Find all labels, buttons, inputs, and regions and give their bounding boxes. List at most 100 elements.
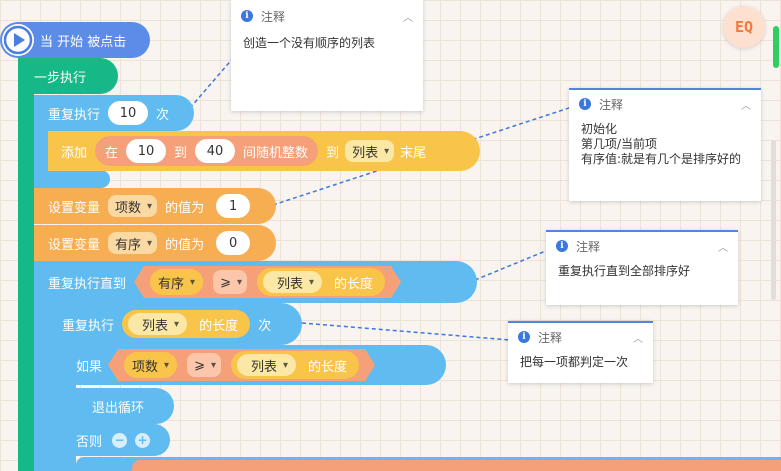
chevron-down-icon: ▾ [174,318,180,330]
set-index-value-of: 的值为 [165,200,205,216]
comment-body[interactable]: 把每一项都判定一次 [520,355,629,369]
chevron-down-icon: ▾ [164,359,170,371]
chevron-up-icon[interactable]: ︿ [741,100,751,112]
random-min-input[interactable]: 10 [126,139,167,163]
if-list-name: 列表 [251,359,278,375]
add-list-dropdown[interactable]: 列表 ▾ [345,140,395,162]
vertical-scrollbar-track[interactable] [771,140,776,300]
repeat-inner-block[interactable]: 重复执行 列表▾ 的长度 次 [48,303,302,345]
set-sorted-var-dropdown[interactable]: 有序 ▾ [108,232,158,254]
chevron-down-icon: ▾ [210,359,216,371]
random-max-input[interactable]: 40 [195,139,236,163]
repeat-block[interactable]: 重复执行 10 次 [34,95,194,131]
comment-header[interactable]: i 注释 ︿ [569,90,761,118]
comment-header[interactable]: i 注释 ︿ [546,232,738,260]
repeat-count-input[interactable]: 10 [108,101,149,125]
comment-header[interactable]: i 注释 ︿ [231,0,423,32]
if-op-dropdown[interactable]: ⩾▾ [187,353,221,377]
repeat-label: 重复执行 [48,107,101,123]
random-to-label: 到 [174,145,188,161]
step-run-block[interactable]: 一步执行 [18,58,118,94]
until-list-name: 列表 [277,276,304,292]
if-left-var: 项数 [132,359,159,375]
chevron-up-icon[interactable]: ︿ [403,12,413,24]
comment-body[interactable]: 创造一个没有顺序的列表 [243,36,376,50]
repeat-inner-suffix: 次 [258,318,272,334]
comment-note-1[interactable]: i 注释 ︿ 创造一个没有顺序的列表 [231,0,423,111]
repeat-inner-list-name: 列表 [142,318,169,334]
random-int-reporter[interactable]: 在 10 到 40 间随机整数 [95,136,319,166]
chevron-down-icon: ▾ [147,237,153,249]
if-length-reporter[interactable]: 列表 ▾ 的长度 [231,351,359,379]
set-sorted-var: 有序 [115,237,142,253]
repeat-inner-length-reporter[interactable]: 列表▾ 的长度 [122,310,251,338]
hat-label: 当 开始 被点击 [40,34,127,50]
break-loop-label: 退出循环 [92,400,145,416]
until-op: ⩾ [220,274,231,290]
repeat-until-condition[interactable]: 有序▾ ⩾▾ 列表▾ 的长度 [134,266,401,298]
set-sorted-label: 设置变量 [48,237,101,253]
if-condition[interactable]: 项数▾ ⩾▾ 列表▾ 的长度 [108,349,375,381]
eq-logo-button[interactable]: EQ [723,6,765,48]
connector-note-3 [474,249,549,281]
random-in-label: 在 [105,145,119,161]
set-sorted-value-input[interactable]: 0 [216,231,251,255]
repeat-suffix: 次 [156,107,170,123]
add-branch-icon[interactable]: + [135,432,151,448]
when-start-clicked-hat[interactable]: 当 开始 被点击 [0,22,150,58]
comment-title: 注释 [538,330,563,345]
add-list-name: 列表 [352,145,379,161]
else-block[interactable]: 否则 − + [62,424,170,456]
set-index-block[interactable]: 设置变量 项数▾ 的值为 1 [34,188,276,224]
add-label: 添加 [61,145,88,161]
if-block[interactable]: 如果 项数▾ ⩾▾ 列表▾ 的长度 [62,345,446,385]
repeat-arm [34,131,48,173]
repeat-foot [34,170,110,188]
comment-note-4[interactable]: i 注释 ︿ 把每一项都判定一次 [508,321,653,383]
until-op-dropdown[interactable]: ⩾▾ [213,270,247,294]
else-branch-block-partial[interactable] [76,457,781,471]
add-to-list-block[interactable]: 添加 在 10 到 40 间随机整数 到 列表 ▾ 末尾 [48,131,480,171]
repeat-inner-label: 重复执行 [62,318,115,334]
else-label: 否则 [76,434,103,450]
set-sorted-block[interactable]: 设置变量 有序▾ 的值为 0 [34,225,276,261]
chevron-up-icon[interactable]: ︿ [718,242,728,254]
chevron-down-icon: ▾ [283,359,289,371]
chevron-down-icon: ▾ [384,145,390,157]
if-left-dropdown[interactable]: 项数 ▾ [124,352,177,378]
eq-logo-text: EQ [734,18,754,36]
green-scroll-indicator[interactable] [773,26,779,68]
if-list-dropdown[interactable]: 列表 ▾ [237,354,296,376]
repeat-until-block[interactable]: 重复执行直到 有序▾ ⩾▾ 列表▾ 的长度 [34,261,477,303]
info-icon: i [518,331,530,343]
break-loop-block[interactable]: 退出循环 [76,388,174,424]
repeat-until-arm [34,303,48,471]
if-label: 如果 [76,359,103,375]
until-left-dropdown[interactable]: 有序▾ [150,269,203,295]
if-length-label: 的长度 [308,359,348,375]
set-index-value-input[interactable]: 1 [216,194,251,218]
comment-title: 注释 [599,97,624,112]
add-tail-label: 末尾 [400,145,427,161]
repeat-inner-list-dropdown[interactable]: 列表 ▾ [128,313,188,335]
if-op: ⩾ [194,357,205,373]
until-length-reporter[interactable]: 列表▾ 的长度 [257,268,385,296]
until-left-var: 有序 [158,276,185,292]
comment-body[interactable]: 初始化 第几项/当前项 有序值:就是有几个是排序好的 [581,122,742,166]
set-index-var: 项数 [115,200,142,216]
remove-branch-icon[interactable]: − [112,432,128,448]
chevron-up-icon[interactable]: ︿ [633,333,643,345]
until-length-label: 的长度 [334,276,374,292]
comment-note-2[interactable]: i 注释 ︿ 初始化 第几项/当前项 有序值:就是有几个是排序好的 [569,88,761,201]
comment-header[interactable]: i 注释 ︿ [508,323,653,351]
chevron-down-icon: ▾ [147,200,153,212]
comment-body[interactable]: 重复执行直到全部排序好 [558,264,691,278]
until-list-dropdown[interactable]: 列表▾ [263,271,322,293]
info-icon: i [556,240,568,252]
step-run-label: 一步执行 [34,70,87,86]
random-int-label: 间随机整数 [243,145,309,161]
play-icon [2,24,34,56]
comment-note-3[interactable]: i 注释 ︿ 重复执行直到全部排序好 [546,230,738,305]
set-index-var-dropdown[interactable]: 项数 ▾ [108,195,158,217]
